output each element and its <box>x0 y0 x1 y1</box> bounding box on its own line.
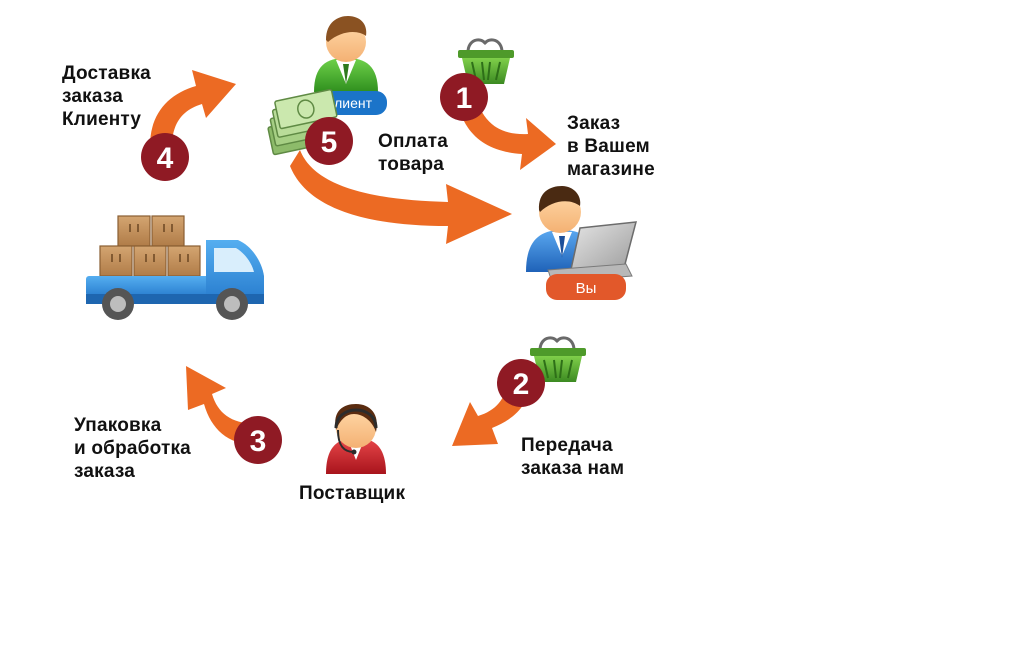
step-badge-1: 1 <box>440 73 488 121</box>
step-badge-4: 4 <box>141 133 189 181</box>
step-number-2: 2 <box>513 368 530 401</box>
supplier-label: Поставщик <box>299 483 406 504</box>
step-label-1: Заказ в Вашем магазине <box>567 113 655 180</box>
step-badge-5: 5 <box>305 117 353 165</box>
step-label-5: Оплата товара <box>378 131 448 175</box>
step-label-3: Упаковка и обработка заказа <box>74 415 191 482</box>
delivery-truck-icon <box>86 215 264 320</box>
you-role-tag: Вы <box>546 274 626 300</box>
you-role-label: Вы <box>576 280 597 297</box>
step-badge-2: 2 <box>497 359 545 407</box>
client-role-label: Клиент <box>326 95 373 111</box>
arrow-step-5 <box>290 150 512 244</box>
client-avatar-icon <box>314 16 378 92</box>
supplier-headset-icon <box>326 404 386 474</box>
step-label-4: Доставка заказа Клиенту <box>62 63 151 130</box>
shopping-basket-icon <box>530 336 586 382</box>
step-number-5: 5 <box>321 126 338 159</box>
step-number-4: 4 <box>157 142 174 175</box>
seller-laptop-icon <box>526 186 637 283</box>
step-badge-3: 3 <box>234 416 282 464</box>
step-number-3: 3 <box>250 425 267 458</box>
arrow-step-1 <box>460 104 556 170</box>
arrow-step-4 <box>150 70 236 146</box>
step-label-2: Передача заказа нам <box>521 435 625 479</box>
step-number-1: 1 <box>456 82 473 115</box>
